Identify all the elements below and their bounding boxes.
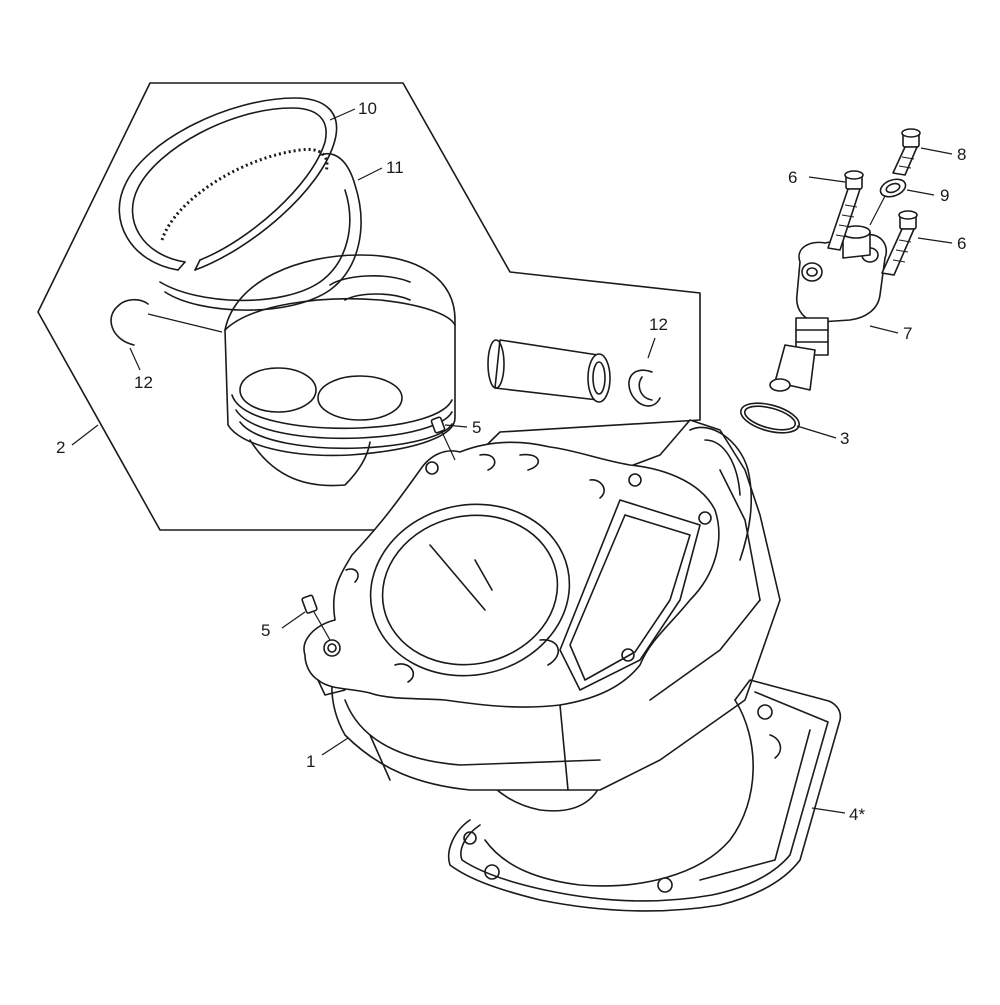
sealing-washer bbox=[869, 178, 907, 226]
piston-ring-top bbox=[118, 97, 338, 271]
piston-ring-oil bbox=[159, 147, 362, 311]
piston-kit-outline bbox=[37, 82, 701, 531]
tensioner-bolt-left bbox=[827, 170, 864, 251]
cylinder bbox=[303, 419, 781, 812]
callout-labels: 1 2 3 4* 5 5 6 6 7 8 9 10 11 12 12 bbox=[56, 99, 966, 824]
callout-3: 3 bbox=[840, 429, 849, 448]
callout-5-upper: 5 bbox=[472, 418, 481, 437]
circlip-left bbox=[110, 298, 223, 346]
o-ring bbox=[740, 402, 800, 434]
callout-12-left: 12 bbox=[134, 373, 153, 392]
piston bbox=[224, 254, 456, 487]
callout-9: 9 bbox=[940, 186, 949, 205]
callout-10: 10 bbox=[358, 99, 377, 118]
callout-6-right: 6 bbox=[957, 234, 966, 253]
callout-4: 4* bbox=[849, 805, 865, 824]
callout-8: 8 bbox=[957, 145, 966, 164]
tensioner-bolt-right bbox=[881, 210, 918, 276]
dowel-pin-upper bbox=[430, 416, 456, 461]
chain-tensioner bbox=[769, 225, 887, 392]
dowel-pin-lower bbox=[301, 594, 331, 641]
plug-bolt bbox=[892, 128, 921, 176]
callout-12-right: 12 bbox=[649, 315, 668, 334]
callout-2: 2 bbox=[56, 438, 65, 457]
piston-pin bbox=[487, 339, 611, 403]
circlip-right bbox=[628, 369, 661, 407]
callout-5-lower: 5 bbox=[261, 621, 270, 640]
cylinder-base-gasket bbox=[448, 679, 842, 912]
leader-lines bbox=[71, 108, 953, 814]
callout-11: 11 bbox=[386, 158, 404, 177]
callout-1: 1 bbox=[306, 752, 315, 771]
callout-6-left: 6 bbox=[788, 168, 797, 187]
callout-7: 7 bbox=[903, 324, 912, 343]
